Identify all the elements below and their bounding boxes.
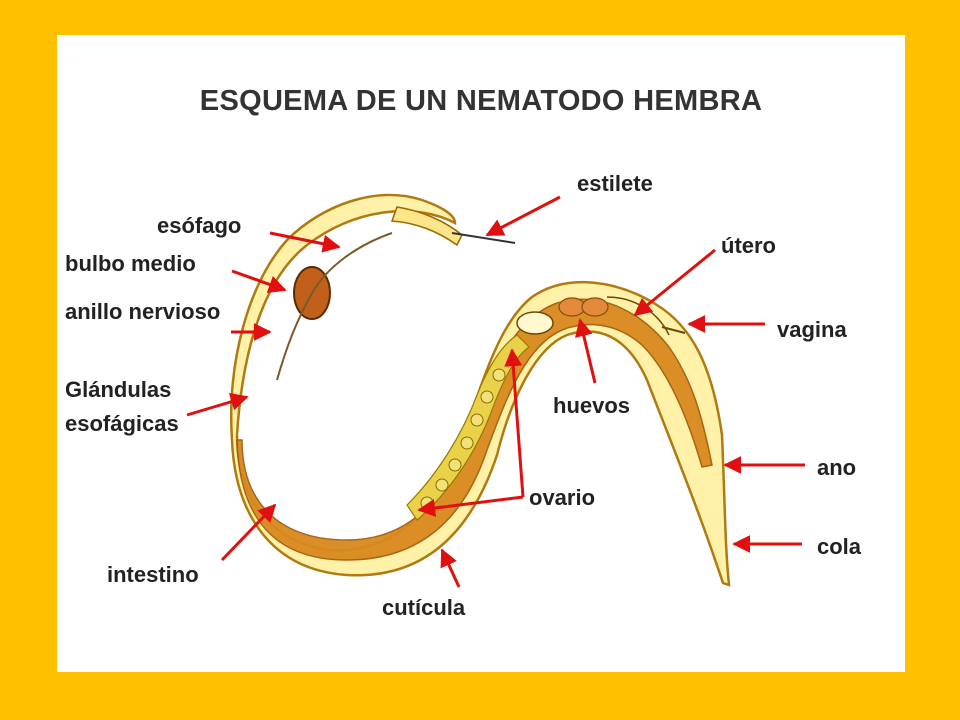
arrow-huevos — [574, 318, 597, 384]
arrow-cuticula — [440, 548, 461, 588]
arrow-esofago — [269, 231, 341, 253]
arrow-ovario-2 — [504, 348, 525, 498]
label-huevos: huevos — [553, 393, 631, 418]
vagina — [661, 326, 686, 334]
arrow-glandulas — [186, 393, 249, 417]
arrow-estilete — [485, 195, 561, 237]
label-esofago: esófago — [157, 213, 242, 238]
label-glandulas-2: esofágicas — [65, 411, 179, 436]
diagram-title: ESQUEMA DE UN NEMATODO HEMBRA — [199, 85, 763, 117]
arrow-intestino — [220, 503, 277, 562]
arrow-ovario-1 — [417, 495, 524, 517]
label-vagina: vagina — [777, 317, 847, 342]
stylet — [451, 232, 516, 244]
label-glandulas-1: Glándulas — [65, 377, 172, 402]
head-region — [390, 206, 463, 247]
label-ano: ano — [817, 455, 857, 480]
arrow-utero — [633, 248, 716, 317]
diagram-panel: ESQUEMA DE UN NEMATODO HEMBRA — [57, 35, 905, 672]
label-bulbo-medio: bulbo medio — [65, 251, 196, 276]
esophagus — [276, 232, 393, 381]
label-cola: cola — [817, 534, 862, 559]
arrows — [186, 195, 805, 588]
eggs — [516, 297, 609, 335]
nematode-diagram — [186, 193, 805, 588]
label-anillo-nervioso: anillo nervioso — [65, 299, 221, 324]
label-cuticula: cutícula — [382, 595, 466, 620]
arrow-bulbo-medio — [231, 269, 287, 294]
label-ovario: ovario — [529, 485, 596, 510]
label-estilete: estilete — [577, 171, 653, 196]
label-intestino: intestino — [107, 562, 199, 587]
label-utero: útero — [721, 233, 776, 258]
